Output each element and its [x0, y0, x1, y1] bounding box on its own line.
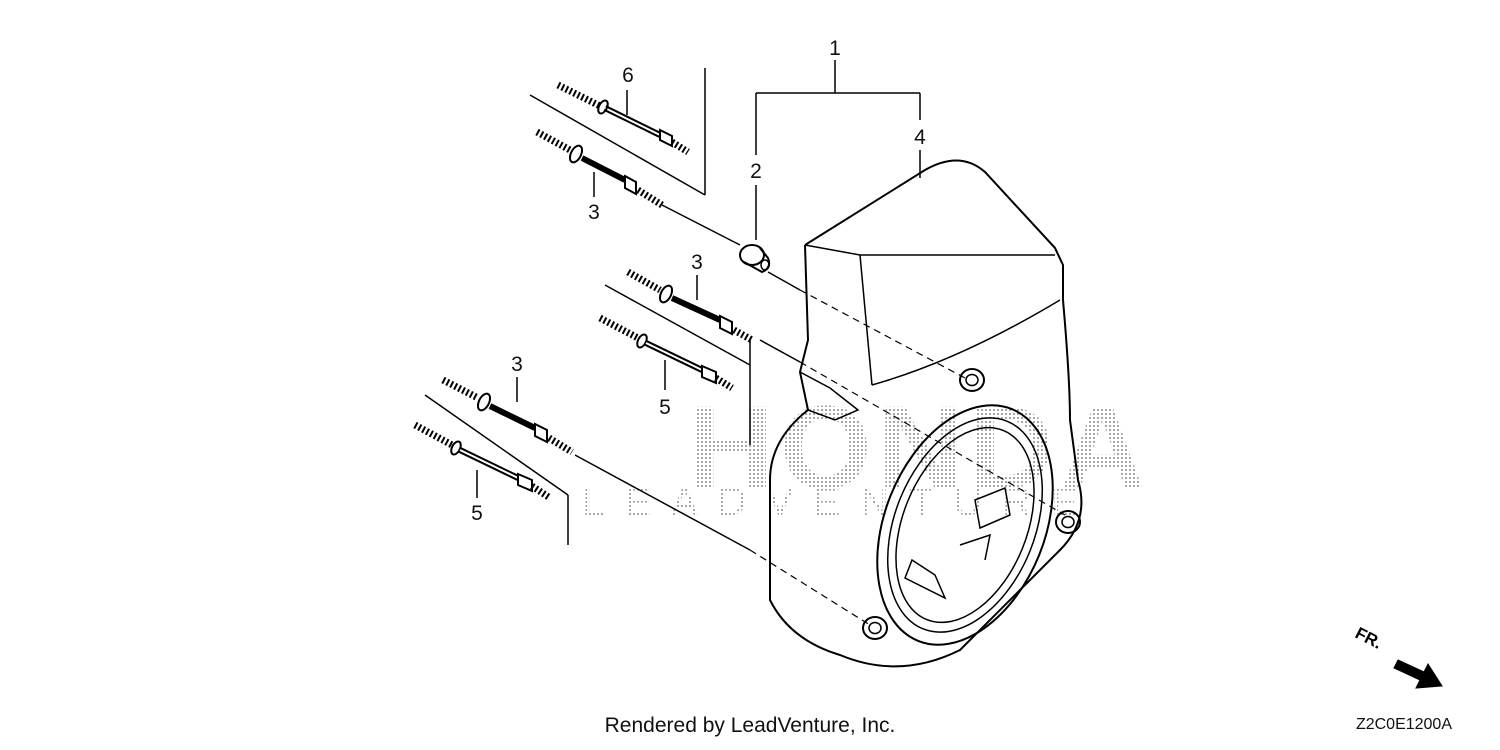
leader-lines	[424, 60, 921, 551]
callout-4: 4	[914, 126, 926, 149]
arrow-down-right-icon	[1393, 659, 1443, 689]
stud-5-bottom	[413, 421, 552, 501]
boss-bottom	[862, 616, 888, 640]
boss-right	[1055, 510, 1081, 534]
callout-6: 6	[622, 64, 634, 87]
stud-3-bottom	[441, 376, 574, 455]
stud-6	[556, 81, 690, 155]
callouts: 1 2 4 6 3 3 5 3 5	[471, 37, 926, 525]
callout-2: 2	[750, 160, 762, 183]
callout-3-bottom: 3	[511, 353, 523, 376]
callout-1: 1	[829, 37, 841, 60]
diagram-code: Z2C0E1200A	[1355, 716, 1452, 733]
footer-credit: Rendered by LeadVenture, Inc.	[604, 714, 896, 737]
watermark-sub: LEADVENTURE	[582, 480, 1098, 524]
front-direction-marker: FR.	[1352, 623, 1443, 689]
grommet	[739, 244, 771, 274]
hidden-lines	[749, 289, 1066, 626]
stud-3-top	[535, 128, 664, 208]
front-label: FR.	[1352, 623, 1385, 652]
callout-3-middle: 3	[691, 251, 703, 274]
stud-5-middle	[598, 314, 734, 391]
boss-top	[959, 368, 985, 392]
callout-5-middle: 5	[659, 396, 671, 419]
callout-5-bottom: 5	[471, 502, 483, 525]
stud-3-middle	[626, 268, 754, 344]
callout-3-top: 3	[588, 201, 600, 224]
fan-shroud	[769, 159, 1083, 668]
